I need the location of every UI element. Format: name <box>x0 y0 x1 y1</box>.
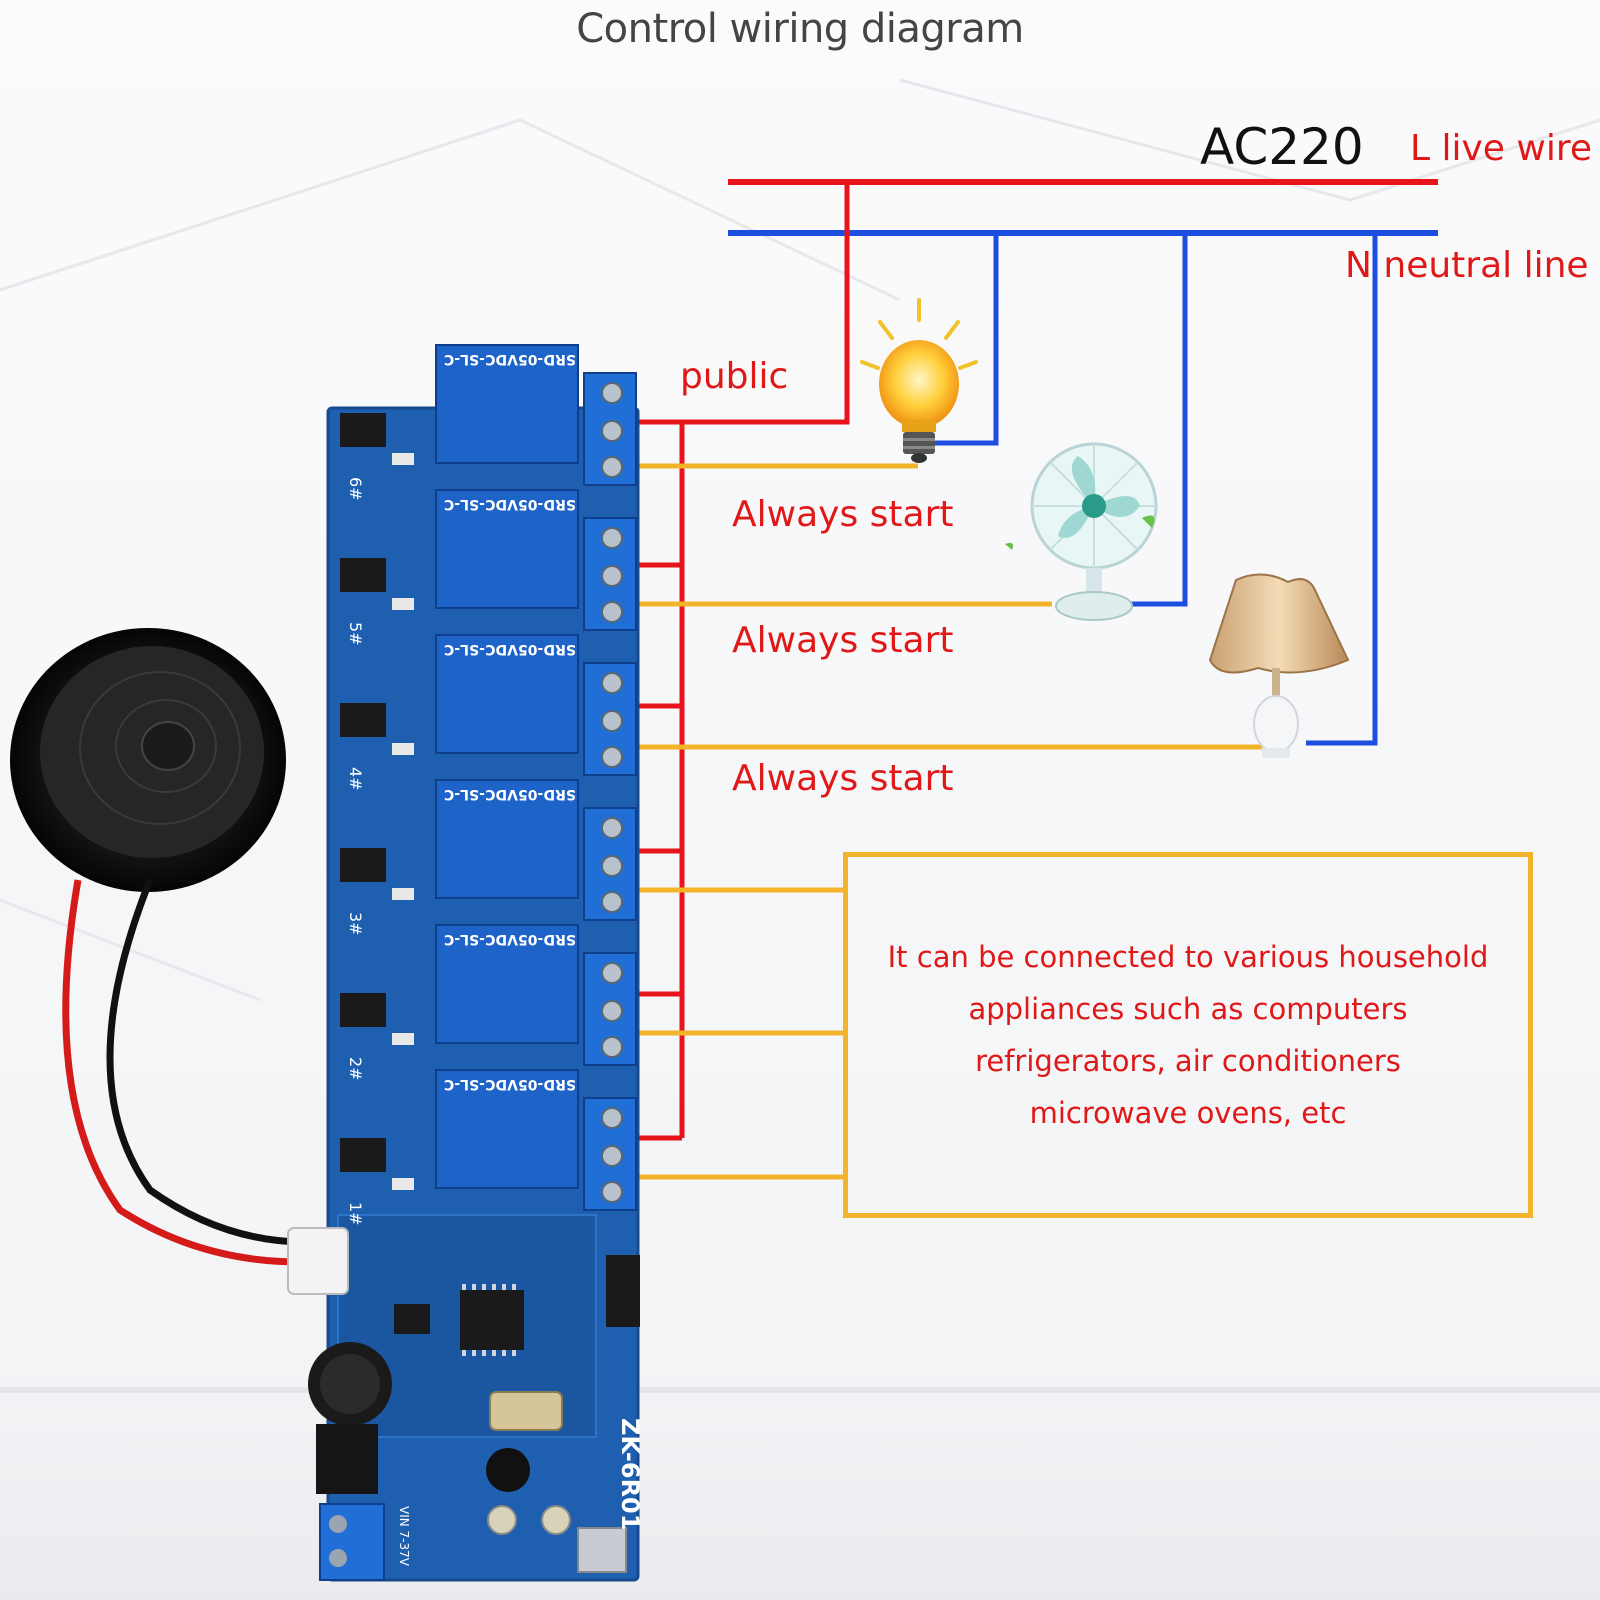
relay-marking-text: SRD-05VDC-SL-C <box>444 351 576 367</box>
relay-module: SRD-05VDC-SL-C <box>340 779 637 921</box>
neutral-returns <box>930 233 1378 746</box>
terminal-screw <box>601 1000 623 1022</box>
channel-label: 6# <box>346 477 365 501</box>
board-model-text: ZK-6R01 <box>616 1418 644 1530</box>
terminal-screw <box>601 710 623 732</box>
channel-label: 3# <box>346 912 365 936</box>
load-wires <box>614 463 1262 1180</box>
relay-module: SRD-05VDC-SL-C <box>340 634 637 776</box>
terminal-screw <box>601 565 623 587</box>
relay-module: SRD-05VDC-SL-C <box>340 1069 637 1211</box>
terminal-screw <box>601 1145 623 1167</box>
neutral-line-label: N neutral line <box>1345 245 1589 286</box>
relay-module: SRD-05VDC-SL-C <box>340 344 637 486</box>
normally-open-label-1: Always start <box>732 494 954 535</box>
note-line: refrigerators, air conditioners <box>975 1044 1401 1078</box>
supply-lines <box>728 179 1438 236</box>
live-drop <box>614 182 850 425</box>
terminal-screw <box>601 1107 623 1129</box>
common-label: public <box>680 356 789 397</box>
relay-module: SRD-05VDC-SL-C <box>340 489 637 631</box>
speaker-icon <box>10 628 301 1266</box>
live-wire-label: L live wire <box>1410 128 1593 169</box>
table-lamp-icon <box>1208 573 1350 758</box>
relay-blocks: SRD-05VDC-SL-C SRD-05VDC-SL-C SRD-05VDC-SL… <box>340 344 637 1211</box>
terminal-screw <box>601 817 623 839</box>
terminal-screw <box>601 1036 623 1058</box>
terminal-screw <box>601 456 623 478</box>
appliance-note-text: It can be connected to various household… <box>888 931 1489 1139</box>
desk-fan-icon <box>1005 442 1158 621</box>
terminal-screw <box>601 855 623 877</box>
relay-marking-text: SRD-05VDC-SL-C <box>444 496 576 512</box>
relay-marking-text: SRD-05VDC-SL-C <box>444 786 576 802</box>
terminal-screw <box>601 1181 623 1203</box>
terminal-screw <box>601 382 623 404</box>
terminal-screw <box>601 420 623 442</box>
relay-marking-text: SRD-05VDC-SL-C <box>444 931 576 947</box>
channel-label: 5# <box>346 622 365 646</box>
board-power-text: VIN 7-37V <box>397 1506 411 1567</box>
relay-marking-text: SRD-05VDC-SL-C <box>444 641 576 657</box>
normally-open-label-3: Always start <box>732 758 954 799</box>
terminal-screw <box>601 891 623 913</box>
appliance-note-box: It can be connected to various household… <box>843 852 1533 1218</box>
background-ridges <box>0 78 1600 1393</box>
channel-labels: 6# 5# 4# 3# 2# 1# <box>346 477 365 1226</box>
relay-module: SRD-05VDC-SL-C <box>340 924 637 1066</box>
channel-label: 2# <box>346 1057 365 1081</box>
relay-marking-text: SRD-05VDC-SL-C <box>444 1076 576 1092</box>
light-bulb-icon <box>860 298 978 463</box>
normally-open-label-2: Always start <box>732 620 954 661</box>
terminal-screw <box>601 601 623 623</box>
channel-label: 1# <box>346 1202 365 1226</box>
note-line: It can be connected to various household <box>887 940 1489 974</box>
channel-label: 4# <box>346 767 365 791</box>
diagram-title: Control wiring diagram <box>576 6 1024 52</box>
note-line: microwave ovens, etc <box>1029 1096 1347 1130</box>
note-line: appliances such as computers <box>968 992 1408 1026</box>
terminal-screw <box>601 962 623 984</box>
terminal-screw <box>601 672 623 694</box>
supply-voltage-label: AC220 <box>1200 118 1364 176</box>
relay-board: SRD-05VDC-SL-C SRD-05VDC-SL-C SRD-05VDC-SL… <box>287 344 644 1582</box>
terminal-screw <box>601 746 623 768</box>
terminal-screw <box>601 527 623 549</box>
